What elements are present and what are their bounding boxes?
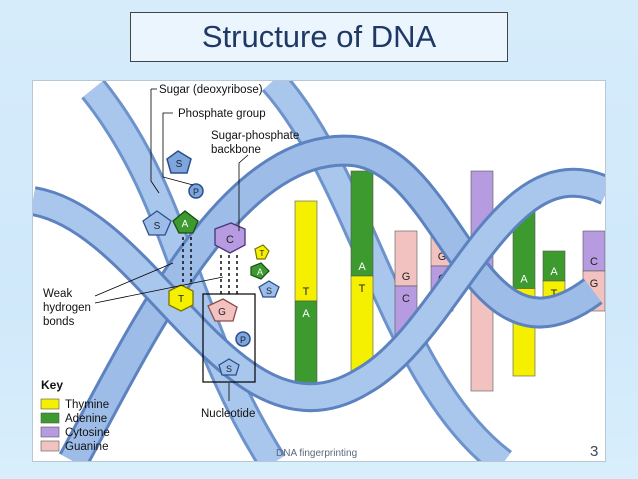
phosphate-letter: P xyxy=(193,187,199,197)
backbone-callout-line xyxy=(238,154,249,231)
key-swatch-adenine xyxy=(40,412,60,424)
guanine-shape xyxy=(207,298,238,322)
key-label-cytosine: Cytosine xyxy=(65,427,110,439)
title-box: Structure of DNA xyxy=(130,12,508,62)
sugar-letter-4: S xyxy=(266,286,272,296)
base-letter-top-0: T xyxy=(303,286,310,298)
nucleotide-box xyxy=(202,293,256,383)
adenine-letter: A xyxy=(182,219,189,230)
sugar-callout-line xyxy=(150,89,160,194)
base-letter-bottom-2: C xyxy=(402,293,410,305)
phosphate-callout-line xyxy=(162,112,194,186)
slide-title: Structure of DNA xyxy=(201,19,437,54)
sugar-pentagon-3 xyxy=(218,358,240,376)
key-label-thymine: Thymine xyxy=(65,399,109,411)
key-swatch-thymine xyxy=(40,398,60,410)
key-swatch-cytosine xyxy=(40,426,60,438)
sugar-letter-3: S xyxy=(226,364,232,374)
color-key: Key Thymine Adenine Cytosine Guanine xyxy=(40,378,110,453)
backbone-strand-front-fill xyxy=(61,137,601,461)
key-swatch-guanine xyxy=(40,440,60,452)
sugar-letter-2: S xyxy=(154,221,161,232)
sugar-letter: S xyxy=(176,159,183,170)
slide-footer: DNA fingerprinting xyxy=(276,448,358,459)
adenine-letter-2: A xyxy=(257,267,263,277)
phosphate-letter-2: P xyxy=(240,335,246,345)
base-letter-bottom-1: T xyxy=(359,283,366,295)
sugar-pentagon xyxy=(166,150,192,174)
weak-bond-callout-line-2 xyxy=(94,276,224,304)
thymine-letter: T xyxy=(178,294,184,305)
weak-bonds-label-3: bonds xyxy=(43,316,75,328)
nucleotide-detail: S P S A C T G P S S xyxy=(142,150,280,383)
backbone-strand-back-2-fill xyxy=(264,81,511,461)
phosphate-circle-2 xyxy=(235,331,251,347)
sugar-pentagon-4 xyxy=(258,280,280,298)
thymine-shape-2 xyxy=(254,244,270,260)
phosphate-callout-label: Phosphate group xyxy=(178,108,266,120)
base-letter-bottom-7: G xyxy=(590,278,599,290)
base-letter-top-1: A xyxy=(358,261,366,273)
base-letter-top-2: G xyxy=(402,271,411,283)
weak-bond-callout-line-1 xyxy=(94,262,174,297)
base-letter-bottom-6: T xyxy=(551,288,558,300)
backbone-strand-front-2-fill xyxy=(33,170,605,410)
callout-lines xyxy=(94,88,249,401)
page-number: 3 xyxy=(590,443,599,460)
adenine-shape-2 xyxy=(250,262,270,280)
guanine-letter: G xyxy=(218,307,226,318)
key-label-guanine: Guanine xyxy=(65,441,108,453)
key-label-adenine: Adenine xyxy=(65,413,107,425)
base-letter-top-3: G xyxy=(438,251,447,263)
adenine-shape xyxy=(172,210,199,234)
backbone-callout-label-2: backbone xyxy=(211,144,261,156)
key-title: Key xyxy=(41,378,63,392)
backbone-callout-label-1: Sugar-phosphate xyxy=(211,130,299,142)
nucleotide-callout-label: Nucleotide xyxy=(201,408,255,420)
thymine-shape xyxy=(168,284,194,312)
thymine-letter-2: T xyxy=(260,249,265,258)
base-letter-bottom-0: A xyxy=(302,308,310,320)
weak-bonds-label-2: hydrogen xyxy=(43,302,91,314)
sugar-pentagon-2 xyxy=(142,210,172,236)
cytosine-shape xyxy=(214,222,246,254)
phosphate-circle xyxy=(188,183,204,199)
base-letter-top-7: C xyxy=(590,256,598,268)
base-letter-top-5: A xyxy=(520,274,528,286)
cytosine-letter: C xyxy=(226,234,234,246)
sugar-callout-label: Sugar (deoxyribose) xyxy=(159,84,263,96)
weak-bonds-label-1: Weak xyxy=(43,288,72,300)
base-letter-top-6: A xyxy=(550,266,558,278)
